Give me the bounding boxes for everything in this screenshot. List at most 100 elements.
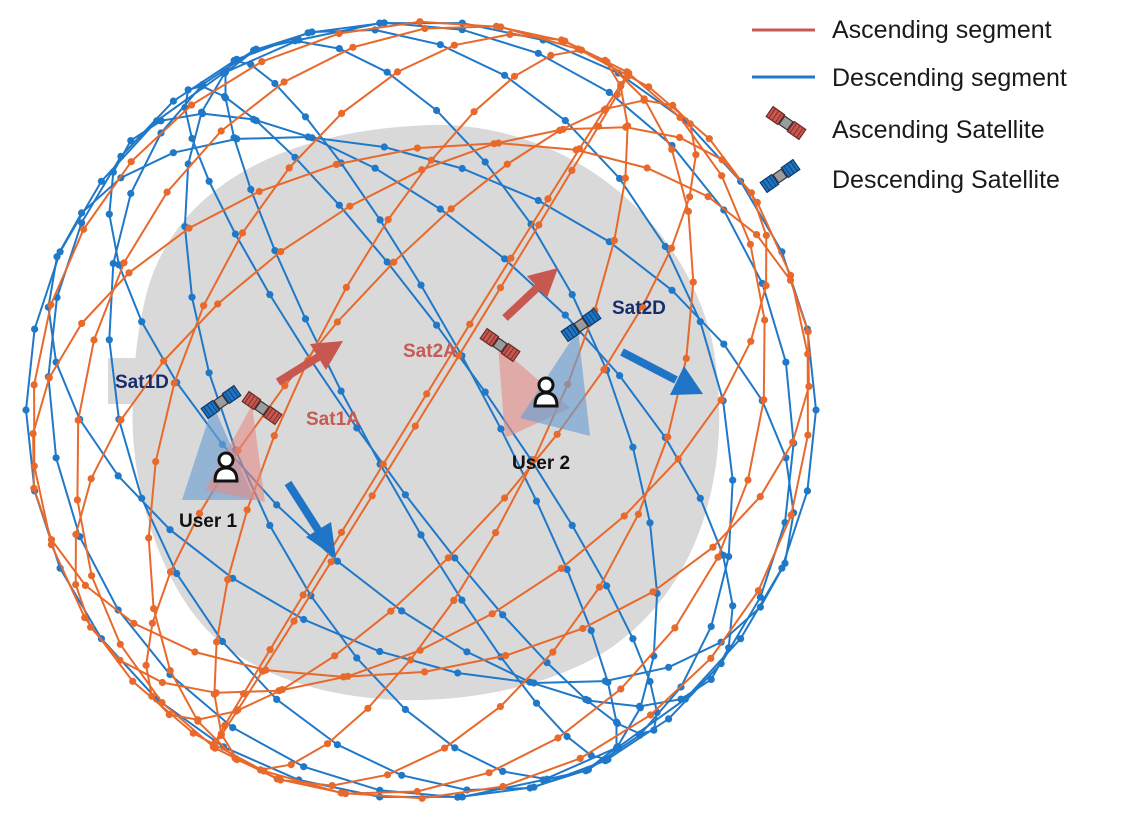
orbit-node [337, 528, 346, 536]
orbit-node [138, 494, 146, 502]
orbit-node [78, 209, 86, 217]
earth-disc [132, 124, 720, 701]
orbit-node [789, 438, 797, 446]
orbit-node [534, 49, 542, 57]
coverage-cone-sat2d [520, 330, 590, 436]
orbit-node [646, 711, 655, 719]
orbit-node [342, 283, 350, 291]
orbit-node [88, 572, 96, 580]
orbit-node [300, 615, 308, 624]
orbit-node [481, 388, 489, 396]
orbit-node [499, 782, 507, 791]
orbit-node [667, 244, 676, 252]
orbit-node [364, 704, 372, 712]
orbit-node [72, 581, 80, 589]
orbit-node [299, 591, 307, 599]
orbit-node [304, 133, 312, 141]
orbit-node [621, 174, 630, 182]
orbit-node [451, 744, 459, 752]
orbit-node [413, 787, 421, 796]
orbit-node [258, 667, 267, 675]
orbit-node [127, 158, 135, 166]
orbit-node [169, 97, 177, 105]
orbit-node [761, 316, 769, 324]
orbit-node [421, 668, 429, 676]
orbit-node [214, 300, 222, 308]
orbit-node [413, 144, 421, 152]
orbit-node [125, 269, 133, 277]
orbit-node [383, 258, 391, 266]
orbit-node [80, 225, 88, 233]
orbit-node [114, 472, 122, 480]
orbit-node [127, 137, 135, 145]
legend-ascending-satellite: Ascending Satellite [832, 116, 1045, 144]
orbit-node [575, 145, 584, 153]
orbit-node [579, 624, 587, 633]
orbit-node [744, 476, 752, 484]
orbit-node [120, 259, 128, 267]
orbit-node [380, 19, 388, 27]
orbit-node [127, 189, 135, 198]
orbit-node [30, 325, 39, 333]
orbit-node [563, 565, 571, 574]
orbit-node [492, 529, 500, 537]
orbit-node [194, 717, 202, 725]
orbit-node [335, 29, 343, 38]
orbit-node [568, 166, 576, 174]
orbit-node [668, 286, 676, 294]
orbit-node [496, 284, 505, 292]
orbit-node [547, 51, 555, 60]
orbit-node [497, 23, 505, 31]
orbit-node [189, 729, 197, 737]
orbit-node [506, 30, 514, 38]
orbit-node [676, 133, 684, 142]
orbit-node [52, 454, 60, 462]
orbit-node [756, 493, 764, 501]
orbit-node [109, 168, 117, 176]
orbit-node [163, 188, 171, 196]
orbit-node [270, 432, 278, 440]
orbit-node [376, 216, 384, 224]
orbit-node [804, 328, 812, 336]
orbit-node [756, 603, 765, 611]
label-sat1a: Sat1A [306, 409, 360, 430]
orbit-node [166, 568, 175, 576]
legend-ascending-satellite-icon [765, 106, 807, 140]
orbit-node [224, 576, 232, 584]
orbit-node [72, 530, 80, 539]
orbit-node [349, 43, 357, 51]
orbit-node [664, 433, 672, 441]
orbit-node [173, 569, 181, 578]
orbit-node [574, 45, 582, 53]
orbit-node [185, 224, 193, 232]
orbit-node [188, 134, 196, 143]
orbit-node [252, 45, 260, 53]
label-user2: User 2 [512, 453, 570, 474]
orbit-node [463, 648, 471, 656]
orbit-node [725, 644, 733, 652]
orbit-node [233, 135, 241, 143]
orbit-node [561, 311, 569, 319]
orbit-node [344, 672, 352, 680]
orbit-node [152, 458, 160, 466]
orbit-node [376, 647, 384, 656]
orbit-node [601, 677, 609, 685]
orbit-node [417, 281, 425, 289]
orbit-node [696, 318, 704, 326]
orbit-node [507, 254, 515, 262]
orbit-node [671, 624, 679, 632]
orbit-node [423, 390, 431, 398]
orbit-node [645, 83, 653, 91]
orbit-node [646, 677, 654, 686]
orbit-node [544, 195, 552, 203]
orbit-node [661, 242, 669, 251]
orbit-node [704, 193, 712, 201]
arrow-sat2a [502, 268, 558, 321]
label-sat2d: Sat2D [612, 298, 666, 319]
orbit-node [553, 430, 561, 438]
orbit-node [753, 231, 761, 239]
orbit-node [576, 754, 584, 763]
orbit-node [488, 610, 496, 618]
orbit-node [281, 382, 289, 390]
orbit-node [729, 476, 737, 484]
